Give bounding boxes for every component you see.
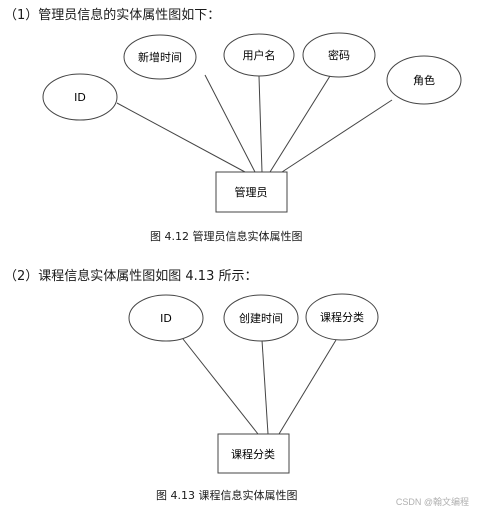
course-attr-category: 课程分类 <box>320 310 364 324</box>
admin-attr-created: 新增时间 <box>138 50 182 64</box>
admin-link-id <box>116 102 246 173</box>
figure-4-13-caption: 图 4.13 课程信息实体属性图 <box>156 489 298 502</box>
csdn-watermark: CSDN @翰文编程 <box>395 497 469 507</box>
admin-attr-created-ellipse <box>123 34 197 80</box>
admin-link-password <box>269 75 331 173</box>
admin-diagram: ID 新增时间 用户名 密码 角色 管理员 <box>42 32 462 213</box>
course-link-id <box>182 338 259 435</box>
section1-heading: （1）管理员信息的实体属性图如下： <box>4 8 221 23</box>
course-diagram: ID 创建时间 课程分类 课程分类 <box>128 293 379 474</box>
figure-4-12-caption: 图 4.12 管理员信息实体属性图 <box>150 230 303 243</box>
course-attr-created-ellipse <box>223 294 299 342</box>
course-attr-id: ID <box>160 312 172 325</box>
admin-entity-label: 管理员 <box>235 185 268 199</box>
admin-attr-role-ellipse <box>386 55 462 105</box>
admin-attr-id-ellipse <box>42 73 118 121</box>
admin-entity-box <box>215 171 288 213</box>
admin-link-role <box>281 99 393 173</box>
course-attr-category-ellipse <box>305 293 379 341</box>
admin-attr-password: 密码 <box>328 48 350 62</box>
course-attr-id-ellipse <box>128 294 204 342</box>
admin-attr-role: 角色 <box>413 73 435 87</box>
course-link-created <box>261 339 269 435</box>
admin-attr-username-ellipse <box>223 33 295 77</box>
course-entity-box <box>217 433 290 474</box>
course-link-category <box>278 339 337 435</box>
admin-link-username <box>258 75 263 173</box>
admin-attr-password-ellipse <box>302 32 376 78</box>
course-attr-created: 创建时间 <box>239 311 283 325</box>
admin-attr-id: ID <box>74 91 86 104</box>
admin-link-created <box>204 74 256 173</box>
admin-attr-username: 用户名 <box>243 48 276 62</box>
section2-heading: （2）课程信息实体属性图如图 4.13 所示： <box>4 269 258 284</box>
course-entity-label: 课程分类 <box>231 447 275 461</box>
